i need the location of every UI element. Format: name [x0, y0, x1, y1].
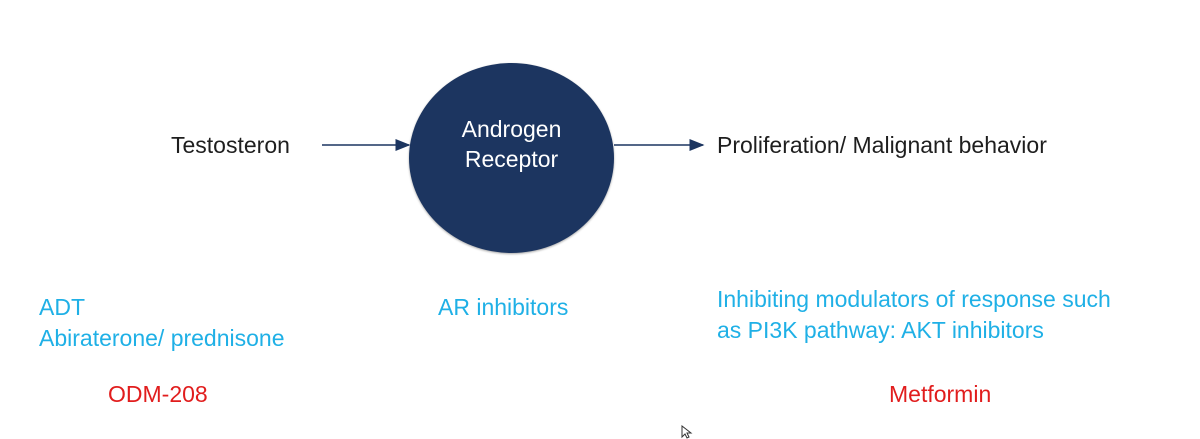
mouse-cursor-icon	[681, 425, 693, 439]
ar-inhibitors-label: AR inhibitors	[438, 294, 569, 320]
androgen-receptor-node: Androgen Receptor	[409, 63, 614, 253]
receptor-label-line1: Androgen	[461, 116, 562, 142]
receptor-label-line2: Receptor	[464, 146, 559, 172]
proliferation-label: Proliferation/ Malignant behavior	[717, 132, 1047, 158]
odm-208-label: ODM-208	[108, 381, 208, 407]
adt-label: ADT	[39, 294, 85, 320]
metformin-label: Metformin	[889, 381, 992, 407]
testosteron-label: Testosteron	[171, 132, 290, 158]
modulators-label-line1: Inhibiting modulators of response such	[717, 286, 1111, 312]
abiraterone-label: Abiraterone/ prednisone	[39, 325, 285, 351]
modulators-label-line2: as PI3K pathway: AKT inhibitors	[717, 317, 1044, 343]
